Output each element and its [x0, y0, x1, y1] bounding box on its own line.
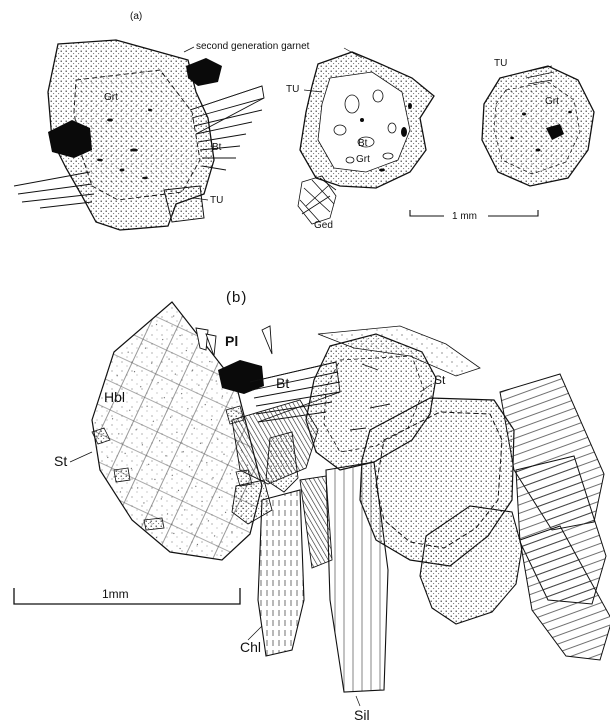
label-bt-middle: Bt [358, 138, 368, 149]
label-st-right: St [434, 373, 446, 387]
scale-bar-b: 1mm [14, 587, 240, 604]
label-grt-middle: Grt [356, 154, 370, 165]
label-tu-middle: TU [286, 84, 299, 95]
leader-sil [356, 696, 360, 706]
staurolite-grain-mid [266, 432, 298, 492]
label-ged: Ged [314, 220, 333, 231]
panel-b: (b) [14, 289, 610, 723]
garnet-grain-right: TU Grt [482, 58, 594, 186]
leader-second-gen-a [184, 47, 194, 52]
label-hbl: Hbl [104, 389, 125, 405]
sillimanite-prism [326, 462, 388, 692]
panel-b-label: (b) [226, 289, 247, 306]
leader-st-left [70, 452, 92, 462]
garnet-grain-left: Grt Bt TU [14, 40, 264, 230]
label-pl: Pl [225, 333, 238, 349]
fibrolite-sheaves-right [500, 374, 610, 660]
label-second-generation-garnet: second generation garnet [196, 41, 310, 52]
chlorite-crystal [258, 490, 304, 656]
label-tu-right: TU [494, 58, 507, 69]
leader-chl [248, 626, 262, 640]
panel-a: (a) [14, 11, 594, 231]
scale-label-a: 1 mm [452, 211, 477, 222]
scale-bar-a: 1 mm [410, 210, 538, 222]
label-chl: Chl [240, 639, 261, 655]
label-tu-left: TU [210, 195, 223, 206]
label-grt-left: Grt [104, 92, 118, 103]
label-bt: Bt [276, 375, 289, 391]
label-st-left: St [54, 453, 67, 469]
label-bt-left: Bt [212, 142, 222, 153]
panel-a-label: (a) [130, 11, 142, 22]
label-sil: Sil [354, 707, 370, 723]
scale-label-b: 1mm [102, 587, 129, 601]
garnet-grain-middle: TU Bt Grt Ged [286, 52, 434, 231]
sillimanite-prism-thin [300, 476, 332, 568]
label-grt-right: Grt [545, 96, 559, 107]
